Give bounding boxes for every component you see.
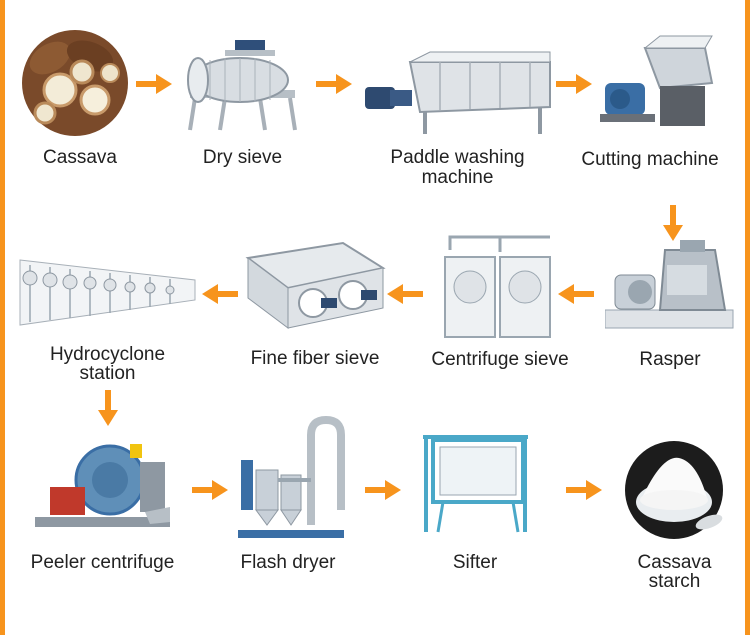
label-rasper: Rasper <box>639 349 701 370</box>
step-rasper: Rasper <box>600 240 740 370</box>
cassava-starch-image <box>617 440 732 540</box>
arrow-8 <box>98 390 118 426</box>
label-cassava: Cassava <box>43 147 117 168</box>
dry-sieve-image <box>180 30 305 135</box>
label-hydrocyclone-2: station <box>79 363 136 384</box>
step-centrifuge-sieve: Centrifuge sieve <box>420 232 580 372</box>
hydrocyclone-image <box>15 250 200 335</box>
step-hydrocyclone: Hydrocyclone station <box>15 250 200 385</box>
arrow-3 <box>556 74 592 94</box>
label-paddle-washing-2: machine <box>421 167 494 188</box>
arrow-2 <box>316 74 352 94</box>
label-cassava-starch-2: starch <box>648 571 701 592</box>
label-cutting-machine: Cutting machine <box>581 149 719 170</box>
step-peeler-centrifuge: Peeler centrifuge <box>15 432 190 582</box>
label-flash-dryer: Flash dryer <box>240 552 336 573</box>
flash-dryer-image <box>236 415 346 540</box>
label-peeler-centrifuge: Peeler centrifuge <box>30 552 175 573</box>
peeler-centrifuge-image <box>30 432 175 532</box>
step-cassava-starch: Cassava starch <box>612 440 737 600</box>
label-hydrocyclone-1: Hydrocyclone <box>49 344 166 365</box>
label-dry-sieve: Dry sieve <box>202 147 283 168</box>
label-paddle-washing-1: Paddle washing <box>390 147 525 168</box>
centrifuge-sieve-image <box>440 232 555 342</box>
step-cutting-machine: Cutting machine <box>570 28 730 178</box>
arrow-11 <box>566 480 602 500</box>
arrow-1 <box>136 74 172 94</box>
label-centrifuge-sieve: Centrifuge sieve <box>431 349 569 370</box>
fine-fiber-sieve-image <box>243 238 388 333</box>
arrow-7 <box>202 284 238 304</box>
cutting-machine-image <box>600 28 715 138</box>
arrow-9 <box>192 480 228 500</box>
label-sifter: Sifter <box>452 552 498 573</box>
sifter-image <box>418 432 533 537</box>
step-dry-sieve: Dry sieve <box>180 30 305 178</box>
arrow-10 <box>365 480 401 500</box>
step-fine-fiber-sieve: Fine fiber sieve <box>235 238 395 373</box>
step-paddle-washing: Paddle washing machine <box>360 42 555 192</box>
step-sifter: Sifter <box>410 432 540 582</box>
arrow-6 <box>387 284 423 304</box>
label-cassava-starch-1: Cassava <box>637 552 712 573</box>
step-flash-dryer: Flash dryer <box>228 415 348 585</box>
arrow-4 <box>663 205 683 241</box>
cassava-image <box>20 28 130 138</box>
rasper-image <box>605 240 735 335</box>
arrow-5 <box>558 284 594 304</box>
label-fine-fiber-sieve: Fine fiber sieve <box>250 348 380 369</box>
paddle-washing-image <box>360 42 555 137</box>
step-cassava: Cassava <box>20 28 140 178</box>
